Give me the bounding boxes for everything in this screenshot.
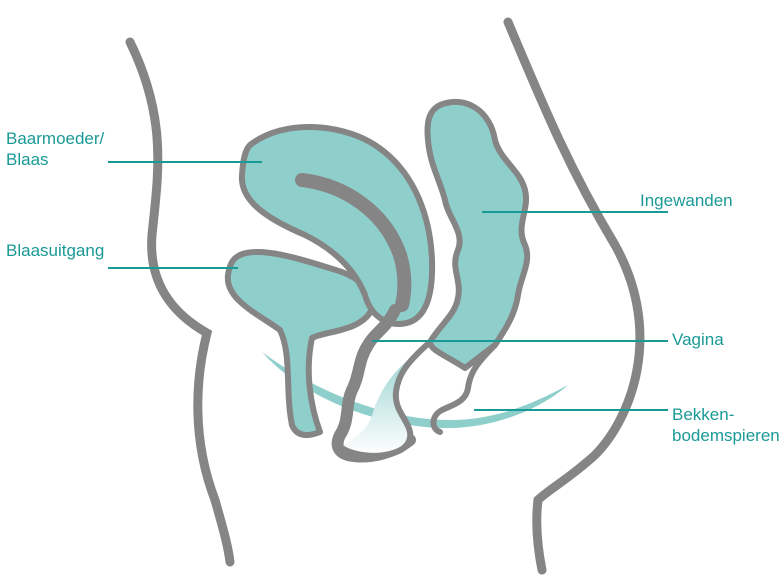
label-uterus-bladder-line1: Baarmoeder/ — [6, 128, 104, 149]
label-pelvic-floor-line1: Bekken- — [672, 404, 780, 425]
label-bladder-outlet: Blaasuitgang — [6, 240, 104, 261]
bowel-organ — [428, 102, 528, 368]
label-bowel-text: Ingewanden — [640, 190, 733, 211]
label-uterus-bladder-line2: Blaas — [6, 149, 104, 170]
label-bladder-outlet-text: Blaasuitgang — [6, 240, 104, 261]
label-pelvic-floor-line2: bodemspieren — [672, 425, 780, 446]
label-bowel: Ingewanden — [640, 190, 733, 211]
label-vagina-text: Vagina — [672, 329, 724, 350]
label-uterus-bladder: Baarmoeder/ Blaas — [6, 128, 104, 170]
label-pelvic-floor: Bekken- bodemspieren — [672, 404, 780, 446]
body-back-outline — [130, 42, 230, 562]
label-vagina: Vagina — [672, 329, 724, 350]
body-front-outline — [508, 22, 640, 570]
